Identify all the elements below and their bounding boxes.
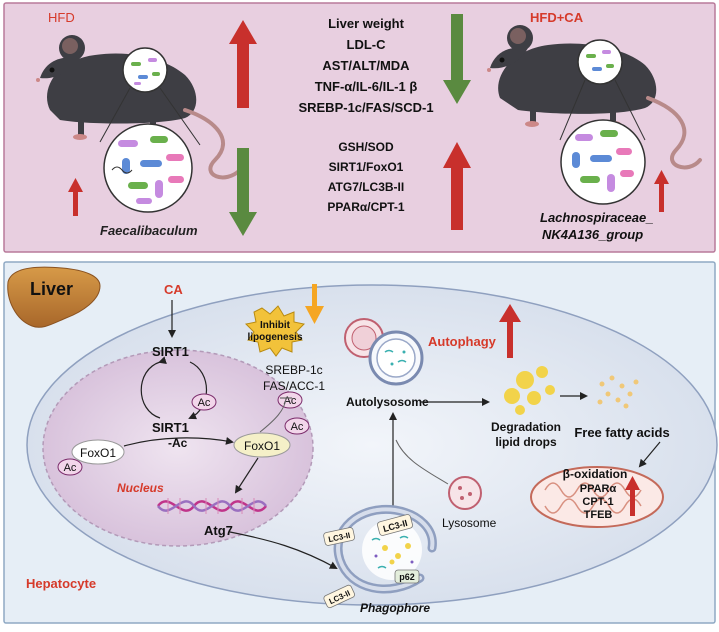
- autophagy-label: Autophagy: [428, 334, 497, 349]
- inhibit-label-line2: lipogenesis: [247, 332, 302, 343]
- free-fatty-acids-label: Free fatty acids: [574, 425, 669, 440]
- right-bacteria-label-line2: NK4A136_group: [542, 227, 643, 242]
- ac-tag-top-label: Ac: [198, 397, 211, 409]
- up-arrow-mitochondrion: [625, 476, 640, 516]
- left-bacteria-label: Faecalibaculum: [100, 223, 198, 238]
- marker-decreased-2: AST/ALT/MDA: [322, 58, 410, 73]
- dna-icon: [157, 498, 267, 514]
- degradation-label-line1: Degradation: [491, 420, 561, 434]
- lc3ii-tag-left: [323, 527, 355, 546]
- ppara-label: PPARα: [580, 483, 617, 495]
- phagophore-label: Phagophore: [360, 601, 430, 615]
- lysosome-label: Lysosome: [442, 516, 497, 530]
- free-fatty-acids-icon: [597, 375, 639, 409]
- ac-tag-right-1: [277, 391, 303, 409]
- gut-icon-left-small: [122, 47, 168, 93]
- gut-icon-right-large: [560, 119, 646, 205]
- srebp-label: SREBP-1c: [265, 363, 322, 377]
- autolysosome-icon: [344, 318, 424, 386]
- marker-decreased-3: TNF-α/IL-6/IL-1 β: [315, 79, 418, 94]
- liver-icon: [7, 266, 101, 328]
- phagophore-icon: [333, 504, 437, 594]
- foxo1-right-label: FoxO1: [244, 439, 280, 453]
- lysosome-icon: [448, 476, 482, 510]
- lipid-drops-icon: [504, 366, 555, 415]
- liver-label: Liver: [30, 279, 73, 299]
- nucleus: [42, 349, 314, 547]
- lc3ii-tag-bottom: [323, 584, 355, 609]
- p62-tag-label: p62: [399, 572, 415, 582]
- down-arrow-green-large: [229, 148, 257, 236]
- foxo1-left-bubble: [71, 439, 125, 465]
- foxo1-right-bubble: [233, 432, 291, 458]
- cpt1-label: CPT-1: [582, 496, 613, 508]
- down-arrow-green-right: [443, 14, 471, 104]
- inhibit-label-line1: Inhibit: [260, 320, 291, 331]
- hfdca-label: HFD+CA: [530, 10, 584, 25]
- fas-label: FAS/ACC-1: [263, 379, 325, 393]
- up-arrow-lachnospiraceae: [654, 170, 669, 212]
- gut-icon-right-small: [577, 39, 623, 85]
- lc3ii-tag-top: [377, 514, 413, 536]
- degradation-label-line2: lipid drops: [495, 435, 557, 449]
- atg7-label: Atg7: [204, 523, 233, 538]
- marker-increased-2: ATG7/LC3B-II: [328, 180, 404, 194]
- up-arrow-red-right: [443, 142, 471, 230]
- sirt1-ac-label-line2: -Ac: [168, 436, 188, 450]
- gut-icon-left-large: [103, 123, 193, 213]
- ca-label: CA: [164, 282, 183, 297]
- autolysosome-label: Autolysosome: [346, 395, 429, 409]
- ac-tag-left: [57, 458, 83, 476]
- up-arrow-red-large: [229, 20, 257, 108]
- down-arrow-lipogenesis: [305, 284, 324, 324]
- hfd-label: HFD: [48, 10, 75, 25]
- marker-increased-0: GSH/SOD: [338, 140, 394, 154]
- up-arrow-faecalibaculum: [68, 178, 83, 216]
- foxo1-left-label: FoxO1: [80, 446, 116, 460]
- tfeb-label: TFEB: [584, 509, 613, 521]
- inhibit-lipogenesis-badge: [244, 305, 306, 357]
- nucleus-label: Nucleus: [117, 481, 164, 495]
- p62-tag: [394, 569, 420, 584]
- marker-decreased-0: Liver weight: [328, 16, 405, 31]
- marker-decreased-4: SREBP-1c/FAS/SCD-1: [298, 100, 433, 115]
- beta-oxidation-label: β-oxidation: [563, 467, 628, 481]
- ac-tag-top: [191, 393, 217, 411]
- hepatocyte-label: Hepatocyte: [26, 576, 96, 591]
- up-arrow-autophagy: [499, 304, 521, 358]
- right-bacteria-label-line1: Lachnospiraceae_: [540, 210, 653, 225]
- marker-increased-1: SIRT1/FoxO1: [329, 160, 404, 174]
- sirt1-ac-label-line1: SIRT1: [152, 420, 189, 435]
- sirt1-label: SIRT1: [152, 344, 189, 359]
- ac-tag-right-2: [284, 417, 310, 435]
- ac-tag-right-2-label: Ac: [291, 421, 304, 433]
- ac-tag-left-label: Ac: [64, 462, 77, 474]
- marker-decreased-1: LDL-C: [347, 37, 387, 52]
- marker-increased-3: PPARα/CPT-1: [327, 200, 404, 214]
